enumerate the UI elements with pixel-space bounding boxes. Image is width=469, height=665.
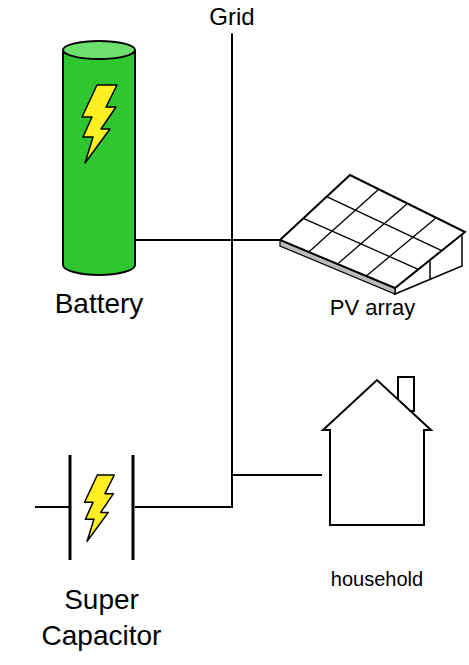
pv-array-node: PV array	[280, 170, 465, 295]
house-outline	[323, 380, 431, 525]
pv-drawing	[280, 170, 465, 295]
label-holder: Super Capacitor	[42, 582, 162, 655]
node-label: Battery	[55, 287, 144, 321]
panel-cell-line	[327, 197, 442, 251]
panel-cell-line	[309, 189, 379, 252]
label-holder: Battery	[55, 287, 144, 321]
battery-node: Battery	[62, 40, 136, 275]
capacitor-plate	[132, 455, 135, 560]
capacitor-plate	[69, 455, 72, 560]
battery-body	[63, 50, 135, 275]
battery-top	[63, 41, 135, 59]
node-label: Super Capacitor	[42, 582, 162, 655]
battery-drawing	[62, 40, 136, 275]
grid-node: Grid	[205, 3, 258, 32]
node-label: household	[331, 567, 423, 591]
capacitor-lead	[35, 506, 70, 508]
lightning-bolt	[82, 85, 117, 163]
bus-connector	[232, 34, 280, 240]
house-drawing	[322, 375, 432, 525]
supercapacitor-node: Super Capacitor	[68, 455, 135, 560]
panel-cell-line	[366, 218, 436, 276]
panel-cell-line	[338, 204, 408, 265]
bus-connector	[135, 34, 232, 507]
cap-drawing	[68, 455, 135, 560]
household-node: household	[322, 375, 432, 525]
label-holder: household	[331, 567, 423, 591]
node-label: PV array	[330, 295, 416, 321]
panel-cell-line	[303, 218, 418, 269]
lightning-bolt	[85, 475, 115, 541]
panel-face	[280, 175, 465, 288]
node-label: Grid	[205, 3, 258, 32]
label-holder: PV array	[330, 295, 416, 321]
bus-connector	[136, 34, 232, 240]
